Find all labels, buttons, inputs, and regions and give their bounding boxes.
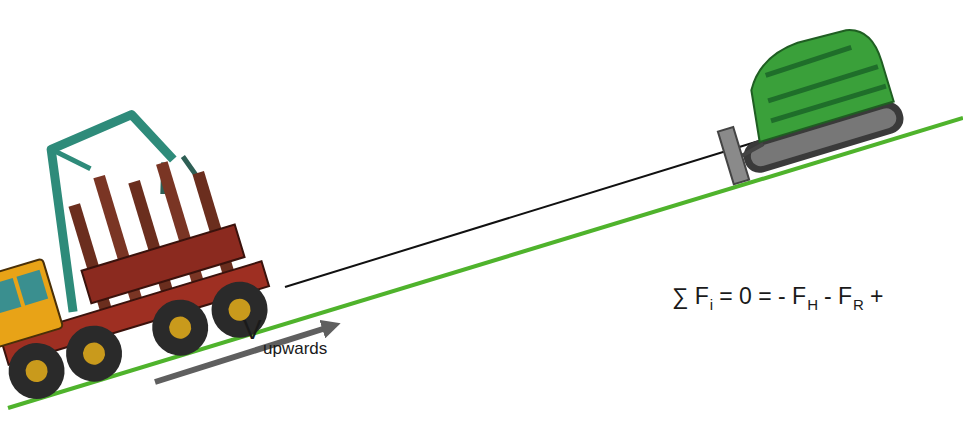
equation-subscript: i bbox=[710, 296, 713, 313]
equation-term: + bbox=[870, 283, 883, 309]
equation-term: = 0 = - F bbox=[719, 283, 806, 309]
velocity-symbol: V bbox=[243, 316, 262, 344]
equation-subscript: H bbox=[807, 296, 818, 313]
force-equation: ∑ Fi= 0 = - FH- FR+ bbox=[672, 285, 883, 308]
equation-subscript: R bbox=[853, 296, 864, 313]
equation-term: - F bbox=[824, 283, 852, 309]
equation-term: ∑ F bbox=[672, 283, 709, 309]
velocity-subscript: upwards bbox=[263, 340, 327, 357]
winch-machine-illustration bbox=[700, 20, 908, 185]
winch-cable bbox=[285, 140, 762, 287]
forwarder-illustration bbox=[0, 91, 281, 409]
slope-line bbox=[8, 118, 963, 408]
